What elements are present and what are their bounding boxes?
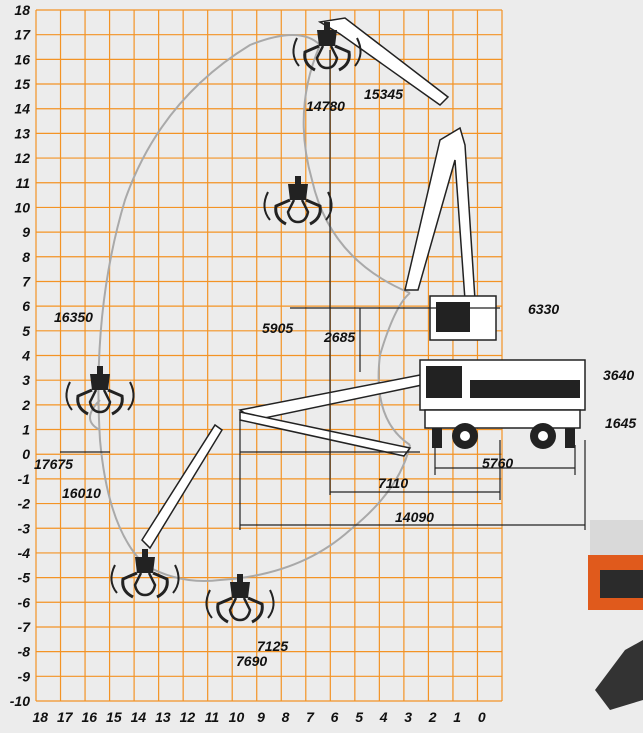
y-tick-label: 3	[22, 372, 30, 388]
y-tick-label: 0	[22, 446, 30, 462]
x-tick-label: 2	[428, 709, 437, 725]
y-tick-label: 18	[14, 2, 30, 18]
x-tick-label: 9	[257, 709, 265, 725]
machine-photo-fragment	[588, 520, 643, 710]
x-tick-label: 1	[453, 709, 461, 725]
y-tick-label: 8	[22, 249, 30, 265]
y-tick-label: 2	[21, 397, 30, 413]
y-tick-label: -2	[18, 496, 31, 512]
grab-low-left	[109, 547, 181, 599]
y-tick-label: 6	[22, 298, 30, 314]
dim-wheelbase: 5760	[482, 455, 513, 471]
y-tick-label: 12	[14, 150, 30, 166]
x-tick-label: 17	[57, 709, 74, 725]
x-tick-label: 3	[404, 709, 412, 725]
x-tick-label: 15	[106, 709, 122, 725]
y-tick-label: 11	[15, 175, 30, 191]
y-tick-label: 1	[22, 422, 30, 438]
y-tick-label: 14	[14, 101, 30, 117]
y-tick-label: -9	[18, 668, 31, 684]
y-tick-label: -10	[10, 693, 30, 709]
y-tick-label: 9	[22, 224, 30, 240]
y-tick-label: 10	[14, 199, 30, 215]
dim-body-height: 3640	[603, 367, 634, 383]
dim-top-reach: 15345	[364, 86, 403, 102]
machine-body	[419, 295, 586, 449]
dim-depth-a: 7125	[257, 638, 288, 654]
y-tick-label: -8	[18, 644, 31, 660]
x-tick-label: 16	[82, 709, 98, 725]
dim-cab-top: 6330	[528, 301, 559, 317]
dim-top-grab: 14780	[306, 98, 345, 114]
x-tick-label: 4	[379, 709, 388, 725]
y-tick-label: 16	[14, 51, 30, 67]
x-tick-label: 8	[282, 709, 290, 725]
y-tick-label: -1	[18, 471, 31, 487]
y-axis-labels: 1817161514131211109876543210-1-2-3-4-5-6…	[10, 2, 31, 709]
y-tick-label: 4	[21, 348, 30, 364]
y-tick-label: 5	[22, 323, 30, 339]
orange-grid	[35, 9, 503, 702]
dimension-lines	[60, 50, 586, 530]
x-tick-label: 7	[306, 709, 315, 725]
dim-grab-radius: 16010	[62, 485, 101, 501]
reach-envelope	[89, 34, 411, 582]
x-tick-label: 6	[331, 709, 339, 725]
dim-body-low: 1645	[605, 415, 636, 431]
y-tick-label: 15	[14, 76, 30, 92]
x-tick-label: 5	[355, 709, 363, 725]
y-tick-label: -3	[18, 520, 31, 536]
y-tick-label: 13	[14, 125, 30, 141]
y-tick-label: 17	[14, 27, 31, 43]
dim-cab-raise: 2685	[323, 329, 355, 345]
x-tick-label: 12	[180, 709, 196, 725]
dim-left-reach: 16350	[54, 309, 93, 325]
x-tick-label: 11	[205, 709, 220, 725]
x-tick-label: 18	[32, 709, 48, 725]
x-tick-label: 10	[229, 709, 245, 725]
dim-depth-b: 7690	[236, 653, 267, 669]
x-tick-label: 14	[131, 709, 147, 725]
dimension-labels: 15345 14780 16350 5905 2685 6330 3640 16…	[34, 86, 636, 669]
y-tick-label: -5	[18, 570, 31, 586]
x-tick-label: 0	[478, 709, 486, 725]
dim-mid-radius: 7110	[378, 475, 408, 491]
y-tick-label: -4	[18, 545, 31, 561]
dim-cab-height: 5905	[262, 320, 293, 336]
x-tick-label: 13	[155, 709, 171, 725]
dim-max-radius: 17675	[34, 456, 73, 472]
grab-left	[64, 364, 136, 416]
y-tick-label: -7	[18, 619, 32, 635]
y-tick-label: 7	[22, 273, 31, 289]
dim-total-length: 14090	[395, 509, 434, 525]
y-tick-label: -6	[18, 594, 31, 610]
